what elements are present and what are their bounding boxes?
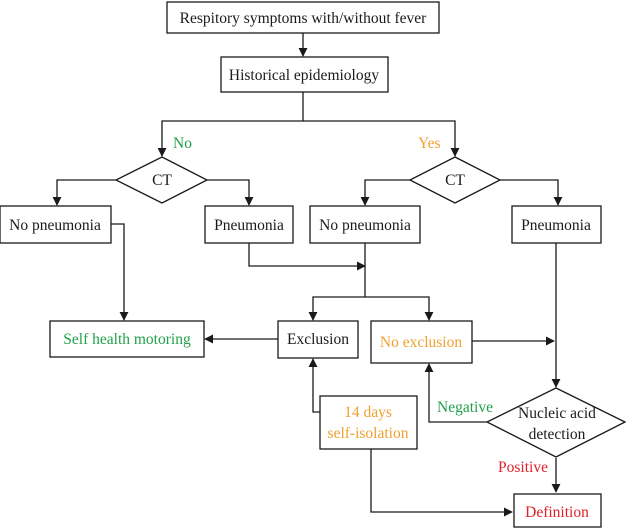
node-isolation: 14 days self-isolation xyxy=(319,395,418,450)
self-health-label: Self health motoring xyxy=(63,331,191,348)
definition-label: Definition xyxy=(525,504,589,521)
node-self-health: Self health motoring xyxy=(49,320,205,358)
decision-ct-no: CT xyxy=(114,156,209,204)
no-pneumonia-left-label: No pneumonia xyxy=(9,217,101,234)
node-pneumonia-left: Pneumonia xyxy=(204,205,294,244)
edge-negative-to-no-exclusion xyxy=(424,363,487,423)
edge-ct-yes-to-pneumonia xyxy=(500,179,563,206)
edge-epidemiology-to-ct-yes xyxy=(303,120,460,157)
node-epidemiology: Historical epidemiology xyxy=(220,56,389,93)
edge-no-pneumonia-to-self-health xyxy=(111,223,129,321)
ct-yes-label: CT xyxy=(445,172,465,189)
connectors xyxy=(52,33,563,517)
no-exclusion-label: No exclusion xyxy=(380,334,462,351)
edge-label-positive: Positive xyxy=(498,459,548,476)
pneumonia-right-label: Pneumonia xyxy=(521,217,591,234)
edge-merge-to-no-exclusion xyxy=(365,296,434,321)
edge-pneumonia-left-to-merge xyxy=(248,243,366,271)
decision-nucleic: Nucleic acid detection xyxy=(485,387,626,458)
edge-isolation-to-definition xyxy=(370,449,513,517)
node-no-pneumonia-right: No pneumonia xyxy=(309,205,421,244)
nucleic-label-line1: Nucleic acid xyxy=(518,405,596,422)
edge-label-no: No xyxy=(173,135,192,152)
pneumonia-left-label: Pneumonia xyxy=(214,217,284,234)
edge-label-negative: Negative xyxy=(437,399,493,416)
node-pneumonia-right: Pneumonia xyxy=(511,205,602,244)
node-no-pneumonia-left: No pneumonia xyxy=(0,205,112,244)
nucleic-label-line2: detection xyxy=(529,426,586,443)
ct-no-label: CT xyxy=(152,172,172,189)
symptoms-label: Respitory symptoms with/without fever xyxy=(180,10,428,27)
node-no-exclusion: No exclusion xyxy=(370,320,473,364)
edge-ct-no-to-pneumonia xyxy=(207,179,254,206)
no-pneumonia-right-label: No pneumonia xyxy=(319,217,411,234)
isolation-label-line1: 14 days xyxy=(344,404,392,421)
exclusion-label: Exclusion xyxy=(287,331,349,348)
node-symptoms: Respitory symptoms with/without fever xyxy=(166,1,440,34)
edge-label-yes: Yes xyxy=(418,135,441,152)
decision-ct-yes: CT xyxy=(408,156,502,204)
edge-epidemiology-to-ct-no xyxy=(157,92,304,157)
edge-ct-yes-to-no-pneumonia xyxy=(360,179,410,206)
node-exclusion: Exclusion xyxy=(277,320,359,359)
edge-merge-to-exclusion xyxy=(308,296,365,321)
epidemiology-label: Historical epidemiology xyxy=(229,67,379,84)
edge-isolation-to-exclusion xyxy=(308,358,320,413)
edge-ct-no-to-no-pneumonia xyxy=(52,179,116,206)
node-definition: Definition xyxy=(513,493,602,528)
isolation-label-line2: self-isolation xyxy=(328,425,409,442)
